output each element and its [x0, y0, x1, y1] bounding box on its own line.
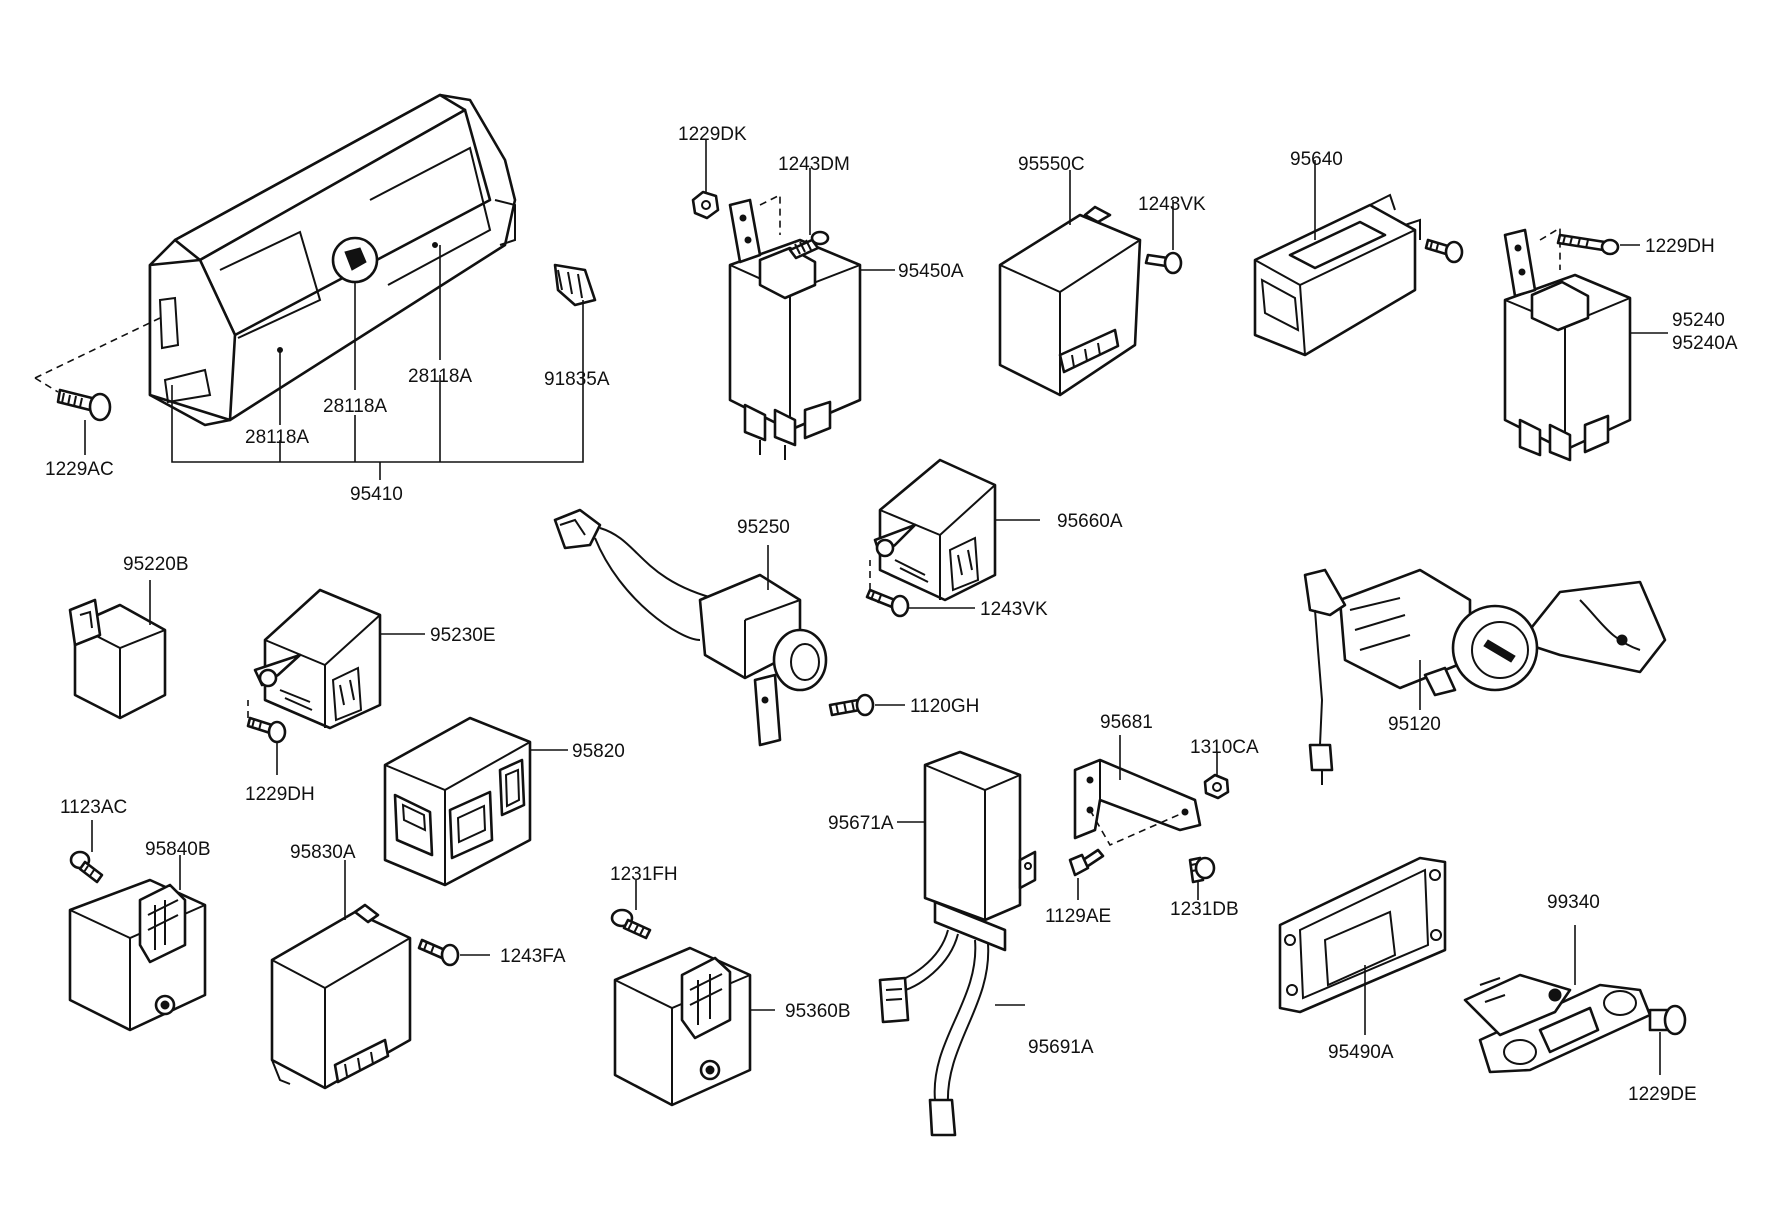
relay-95220B	[68, 580, 167, 720]
label-95240: 95240	[1672, 310, 1725, 331]
label-1229DH-top: 1229DH	[1645, 236, 1715, 257]
relay-95230E	[253, 588, 425, 730]
label-28118A-left: 28118A	[245, 427, 309, 448]
label-1123AC: 1123AC	[60, 797, 127, 818]
label-28118A-right: 28118A	[408, 366, 472, 387]
screw-1231DB	[1188, 856, 1216, 900]
label-95250: 95250	[737, 517, 790, 538]
label-1231FH: 1231FH	[610, 864, 678, 885]
label-95360B: 95360B	[785, 1001, 851, 1022]
label-1243FA: 1243FA	[500, 946, 566, 967]
part-labels: 1229DK 1243DM 95550C 1243VK 95640 1229DH…	[45, 124, 1738, 1105]
label-95840B: 95840B	[145, 839, 211, 860]
label-1243DM: 1243DM	[778, 154, 850, 175]
label-95660A: 95660A	[1057, 511, 1123, 532]
label-95120: 95120	[1388, 714, 1441, 735]
label-1243VK-top: 1243VK	[1138, 194, 1206, 215]
harness-95691A	[878, 929, 1025, 1137]
module-95820	[383, 716, 568, 887]
label-1229DE: 1229DE	[1628, 1084, 1697, 1105]
relay-95240	[1503, 226, 1632, 462]
label-1229DK: 1229DK	[678, 124, 747, 145]
ignition-lock-95120	[1303, 568, 1667, 785]
screw-1129AE	[1068, 848, 1105, 900]
assembly-leaders-95410	[84, 245, 584, 480]
junction-box-95410	[148, 93, 517, 427]
label-95681: 95681	[1100, 712, 1153, 733]
label-95240A: 95240A	[1672, 333, 1738, 354]
label-95671A: 95671A	[828, 813, 894, 834]
label-1231DB: 1231DB	[1170, 899, 1239, 920]
module-95550C	[998, 170, 1142, 397]
label-95490A: 95490A	[1328, 1042, 1394, 1063]
bracket-95640	[1253, 160, 1421, 357]
switch-99340	[1463, 925, 1652, 1074]
screw-1243FA	[417, 938, 490, 967]
bracket-95681	[1073, 735, 1202, 847]
nut-1310CA	[1203, 752, 1230, 800]
label-1120GH: 1120GH	[910, 696, 979, 717]
label-1229AC: 1229AC	[45, 459, 114, 480]
switch-95250	[553, 508, 828, 747]
label-1229DH-mid: 1229DH	[245, 784, 315, 805]
screw-near-95640	[1424, 238, 1464, 264]
screw-1243VK-top	[1144, 200, 1183, 275]
label-1243VK-mid: 1243VK	[980, 599, 1048, 620]
label-1310CA: 1310CA	[1190, 737, 1259, 758]
label-91835A: 91835A	[544, 369, 610, 390]
module-95830A	[270, 860, 412, 1090]
screw-1123AC	[69, 820, 104, 884]
screw-1120GH	[828, 693, 905, 717]
label-95450A: 95450A	[898, 261, 964, 282]
label-95820: 95820	[572, 741, 625, 762]
screw-1229DH-mid	[246, 700, 287, 775]
label-95230E: 95230E	[430, 625, 496, 646]
screw-1243VK-mid	[865, 560, 975, 618]
label-95550C: 95550C	[1018, 154, 1085, 175]
screw-1243DM	[788, 168, 830, 260]
label-1129AE: 1129AE	[1045, 906, 1111, 927]
module-95671A	[897, 750, 1037, 952]
screw-1229DH-top	[1556, 233, 1640, 256]
bracket-plate-95490A	[1278, 856, 1447, 1035]
label-28118A-middle: 28118A	[323, 396, 387, 417]
label-95830A: 95830A	[290, 842, 356, 863]
fuse-91835A	[553, 263, 597, 307]
sensor-95360B	[613, 946, 775, 1107]
label-95410: 95410	[350, 484, 403, 505]
label-99340: 99340	[1547, 892, 1600, 913]
screw-1231FH	[610, 880, 652, 940]
label-95691A: 95691A	[1028, 1037, 1094, 1058]
screw-1229DE	[1648, 1004, 1687, 1075]
sensor-95840B	[68, 855, 207, 1032]
screw-1229AC	[34, 317, 161, 422]
nut-1229DK	[691, 140, 720, 220]
relay-95660A	[873, 458, 1040, 602]
relay-95450A	[728, 193, 862, 460]
label-95640: 95640	[1290, 149, 1343, 170]
label-95220B: 95220B	[123, 554, 189, 575]
